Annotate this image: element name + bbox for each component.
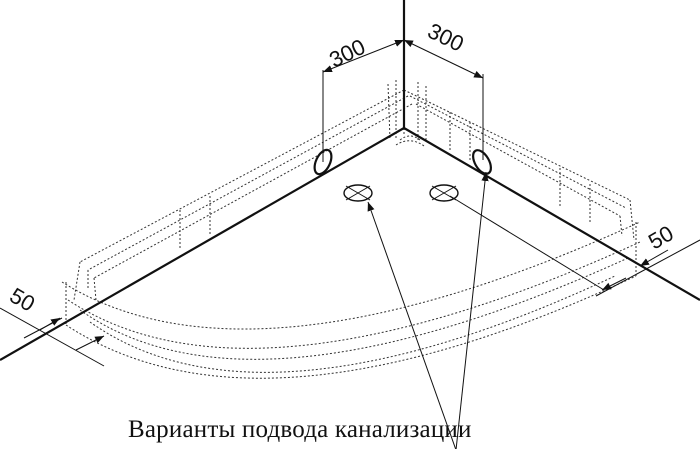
drain-floor-right [429,184,459,202]
dimension-lines [0,39,700,449]
drain-wall-left [313,148,333,176]
dim-right-edge: 50 [644,220,678,254]
drain-wall-right [472,149,492,175]
hidden-tray-outline [61,76,641,379]
drain-options-caption: Варианты подвода канализации [128,416,472,443]
dim-left-edge: 50 [6,283,40,317]
drain-floor-left [343,184,373,202]
dim-left-offset: 300 [325,34,369,73]
dim-right-offset: 300 [424,18,468,57]
drain-openings [313,148,492,202]
